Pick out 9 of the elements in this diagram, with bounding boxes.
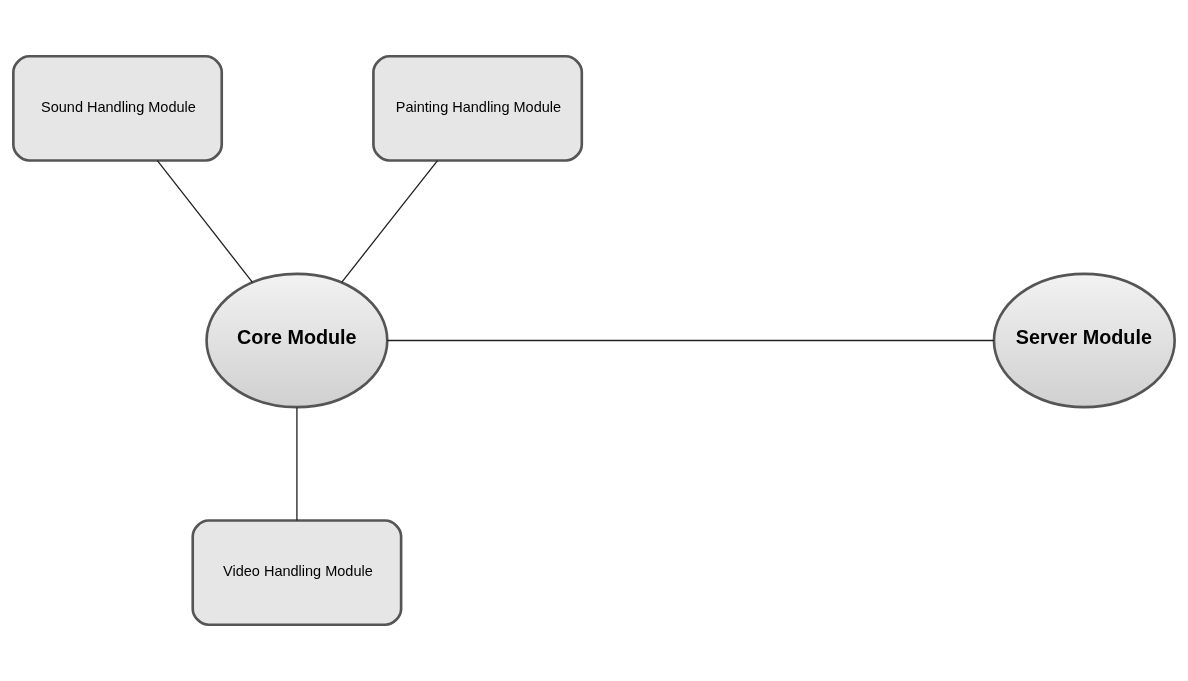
- node-ellipse: Server Module: [992, 272, 1176, 409]
- node-box: Sound Handling Module: [12, 54, 224, 162]
- connector: [296, 406, 298, 522]
- node-box: Video Handling Module: [191, 519, 403, 627]
- node-box: Painting Handling Module: [372, 54, 584, 162]
- connector: [341, 159, 439, 283]
- node-ellipse: Core Module: [205, 272, 389, 409]
- connector: [156, 159, 254, 283]
- connector: [386, 339, 995, 342]
